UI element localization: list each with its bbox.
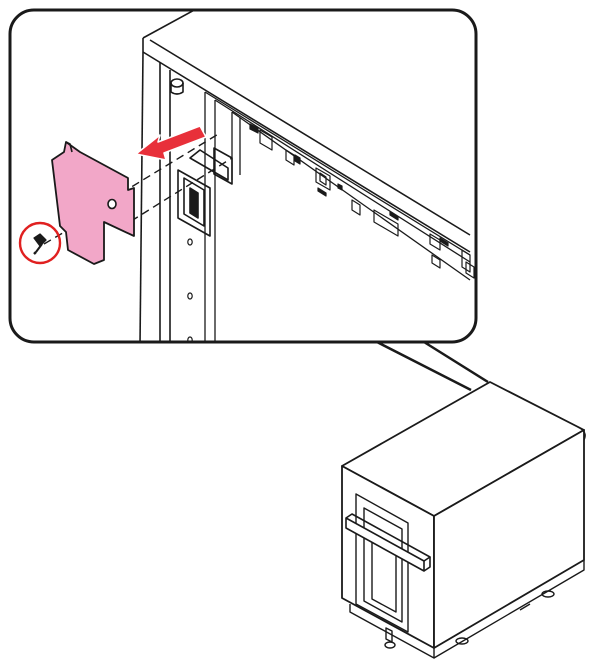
- front-handle: [345, 513, 431, 572]
- cover-plate: [51, 141, 135, 265]
- callout-frame: [8, 8, 478, 344]
- unit-base: [349, 560, 585, 659]
- rail-slots: [249, 123, 475, 279]
- callout-connector: [376, 340, 489, 392]
- top-knob: [170, 78, 184, 95]
- screw: [33, 233, 47, 255]
- mounting-bracket: [177, 147, 233, 237]
- side-holes: [187, 238, 193, 342]
- frame-rails: [204, 91, 471, 342]
- removal-arrow-icon: [135, 125, 207, 161]
- zoom-callout: [8, 8, 478, 344]
- screw-highlight-circle: [18, 221, 62, 265]
- overview-unit: [341, 381, 586, 659]
